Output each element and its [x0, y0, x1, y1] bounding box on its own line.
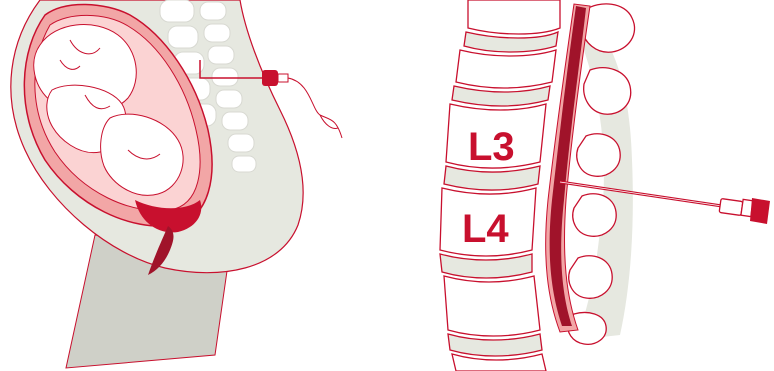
vertebra-top: [468, 0, 560, 34]
disc-3: [444, 166, 540, 190]
label-l4: L4: [462, 207, 509, 251]
disc-5: [448, 334, 542, 356]
disc-4: [440, 254, 532, 278]
lumbar-spine-section: L3 L4: [440, 0, 770, 371]
label-l3: L3: [468, 125, 515, 169]
vertebra-l5: [444, 276, 540, 336]
vertebral-bodies: [440, 0, 560, 371]
disc-2: [452, 86, 550, 106]
vertebra-upper: [456, 50, 556, 88]
disc-1: [464, 32, 558, 52]
pregnancy-cross-section: [11, 0, 342, 368]
